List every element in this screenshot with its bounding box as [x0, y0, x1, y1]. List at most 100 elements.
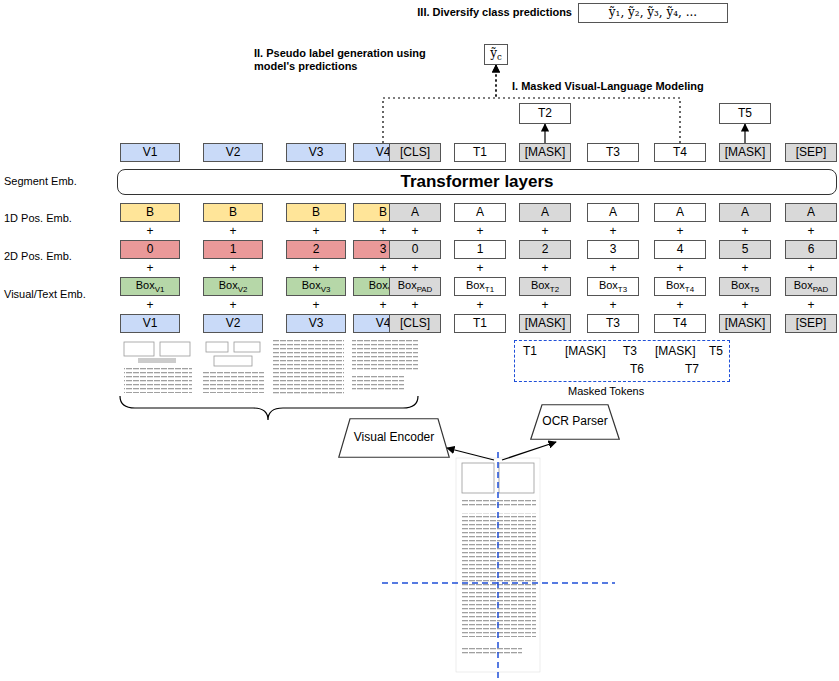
plus-sign: + [411, 298, 418, 312]
text-lines [462, 648, 522, 656]
visual-token: BoxV2 [203, 277, 263, 296]
node-text: 2 [313, 242, 320, 256]
text-holder: T4 [673, 317, 687, 330]
text-token: 0 [389, 240, 441, 259]
text-token: A [785, 203, 837, 222]
subscript-text: T2 [550, 285, 559, 294]
plus-sign: + [741, 261, 748, 275]
text-lines [352, 376, 404, 390]
visual-token: V2 [203, 143, 263, 162]
node-text: Box [136, 279, 155, 291]
text-holder: BoxT5 [731, 279, 759, 295]
node-text: T3 [606, 316, 620, 330]
node-text: [MASK] [725, 316, 766, 330]
node-text: 1 [230, 242, 237, 256]
text-token: 6 [785, 240, 837, 259]
node-text: V3 [309, 145, 324, 159]
node-text: OCR Parser [542, 414, 607, 428]
node-text: ỹ₁, ỹ₂, ỹ₃, ỹ₄, ... [609, 5, 697, 19]
step-title: I. Masked Visual-Language Modeling [512, 80, 704, 93]
text-holder: Transformer layers [400, 173, 553, 192]
text-holder: BoxT4 [666, 279, 694, 295]
text-token: A [654, 203, 706, 222]
plus-sign: + [229, 224, 236, 238]
subscript-text: V3 [321, 285, 331, 294]
node-text: A [411, 205, 419, 219]
figure-block [499, 463, 534, 493]
subscript-text: T3 [618, 285, 627, 294]
node-text: [CLS] [400, 145, 430, 159]
text-token: T1 [454, 314, 506, 333]
plus-sign: + [312, 224, 319, 238]
plus-sign: + [379, 261, 386, 275]
plus-sign: + [676, 261, 683, 275]
text-holder: B [229, 206, 237, 219]
arrow [544, 124, 545, 143]
text-holder: 3 [610, 243, 617, 256]
node-text: Box [219, 279, 238, 291]
text-holder: 0 [412, 243, 419, 256]
text-token: 1 [454, 240, 506, 259]
text-holder: T2 [538, 107, 552, 120]
plus-sign: + [476, 261, 483, 275]
figure-block [160, 342, 190, 356]
plus-sign: + [741, 298, 748, 312]
text-holder: 5 [742, 243, 749, 256]
plus-sign: + [676, 298, 683, 312]
text-holder: 0 [147, 243, 154, 256]
plus-sign: + [476, 298, 483, 312]
text-token: A [389, 203, 441, 222]
node-text: T4 [673, 145, 687, 159]
node-text: Transformer layers [400, 172, 553, 191]
text-token: 2 [519, 240, 571, 259]
predicted-token-box: T2 [519, 103, 571, 124]
node-text: B [312, 205, 320, 219]
text-holder: [SEP] [796, 146, 827, 159]
figure-block [138, 358, 176, 363]
node-text: A [676, 205, 684, 219]
text-token: A [519, 203, 571, 222]
text-token: [MASK] [719, 314, 771, 333]
text-holder: V1 [143, 146, 158, 159]
node-text: V3 [309, 316, 324, 330]
text-holder: 3 [380, 243, 387, 256]
text-holder: BoxPAD [398, 279, 433, 295]
text-token: 5 [719, 240, 771, 259]
text-token: T4 [654, 143, 706, 162]
predicted-token-box: T5 [719, 103, 771, 124]
node-text: 3 [380, 242, 387, 256]
node-text: T4 [673, 316, 687, 330]
subscript-text: T4 [685, 285, 694, 294]
text-holder: A [807, 206, 815, 219]
visual-token: V3 [286, 143, 346, 162]
text-holder: [MASK] [725, 317, 766, 330]
text-token: BoxPAD [389, 277, 441, 296]
text-token: BoxT1 [454, 277, 506, 296]
text-token: T1 [454, 143, 506, 162]
text-token: 4 [654, 240, 706, 259]
dotted-arrow [383, 65, 496, 143]
plus-sign: + [411, 224, 418, 238]
plus-sign: + [229, 298, 236, 312]
text-holder: 2 [313, 243, 320, 256]
node-text: 4 [677, 242, 684, 256]
node-text: 5 [742, 242, 749, 256]
node-text: A [741, 205, 749, 219]
text-holder: 1 [477, 243, 484, 256]
row-label: 2D Pos. Emb. [4, 250, 72, 263]
dotted-arrow [496, 65, 680, 143]
node-text: T2 [538, 106, 552, 120]
figure-block [234, 342, 260, 352]
plus-sign: + [807, 261, 814, 275]
text-token: [SEP] [785, 143, 837, 162]
text-token: [MASK] [519, 143, 571, 162]
text-holder: OCR Parser [542, 415, 607, 428]
node-text: 3 [610, 242, 617, 256]
text-token: A [454, 203, 506, 222]
trapezoid-shape [339, 419, 450, 458]
plus-sign: + [541, 298, 548, 312]
text-holder: 2 [542, 243, 549, 256]
subscript-text: PAD [417, 285, 433, 294]
text-token: [MASK] [719, 143, 771, 162]
text-token: BoxT2 [519, 277, 571, 296]
